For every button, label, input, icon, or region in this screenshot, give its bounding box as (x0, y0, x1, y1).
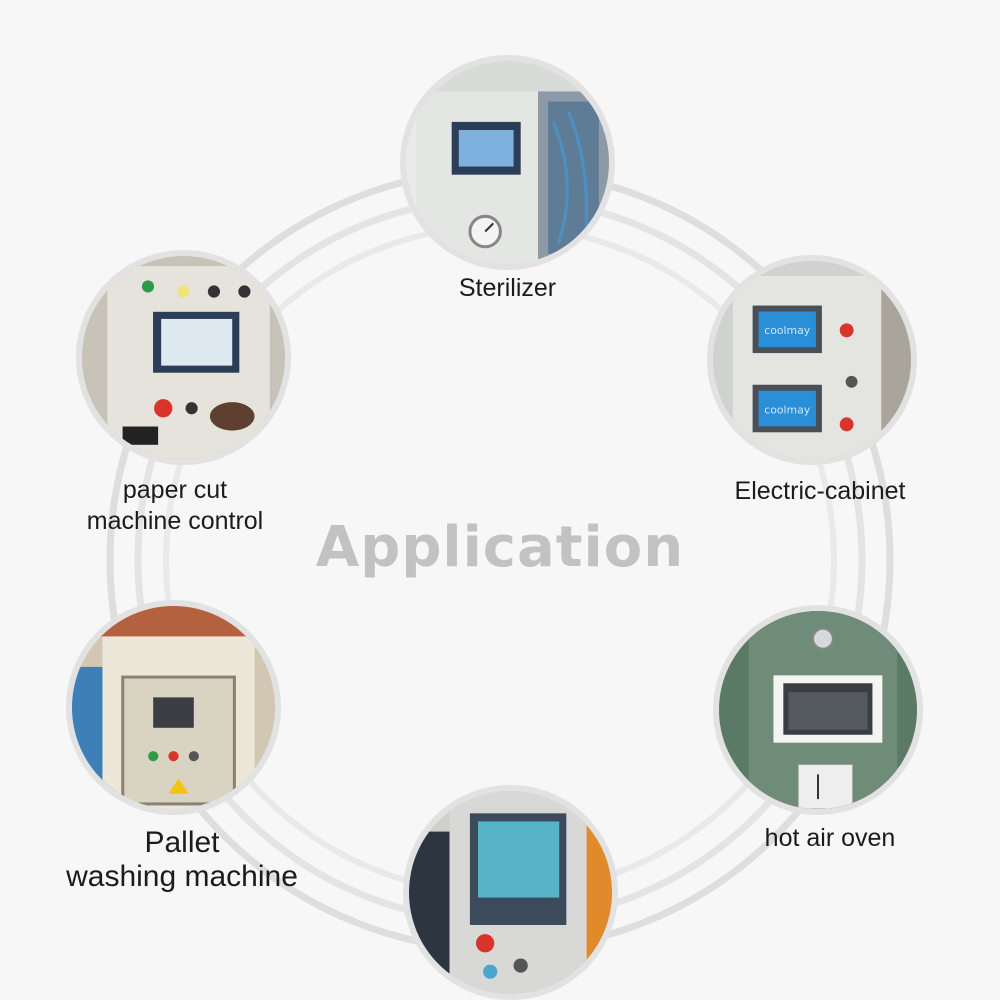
bottom-machine-photo (403, 785, 618, 1000)
caption-line: Pallet (144, 826, 220, 859)
electric-cabinet-photo: coolmay coolmay (707, 255, 917, 465)
pallet-washing-machine-caption: Pallet washing machine (22, 826, 342, 894)
sterilizer-caption: Sterilizer (400, 274, 615, 303)
hot-air-oven-photo (713, 605, 923, 815)
caption-line: paper cut (122, 476, 228, 504)
coolmay-label: coolmay (764, 403, 811, 416)
coolmay-label: coolmay (764, 324, 811, 337)
caption-line: Sterilizer (458, 274, 557, 302)
paper-cut-machine-control-photo (76, 250, 291, 465)
sterilizer-photo (400, 55, 615, 270)
application-title: Application (315, 515, 685, 580)
paper-cut-machine-control-caption: paper cut machine control (55, 475, 295, 537)
hot-air-oven-caption: hot air oven (715, 824, 945, 853)
caption-line: Electric-cabinet (734, 477, 906, 505)
caption-line: machine control (86, 507, 264, 535)
pallet-washing-machine-photo (66, 600, 281, 815)
electric-cabinet-caption: Electric-cabinet (700, 477, 940, 506)
caption-line: washing machine (66, 860, 298, 893)
caption-line: hot air oven (764, 824, 896, 852)
